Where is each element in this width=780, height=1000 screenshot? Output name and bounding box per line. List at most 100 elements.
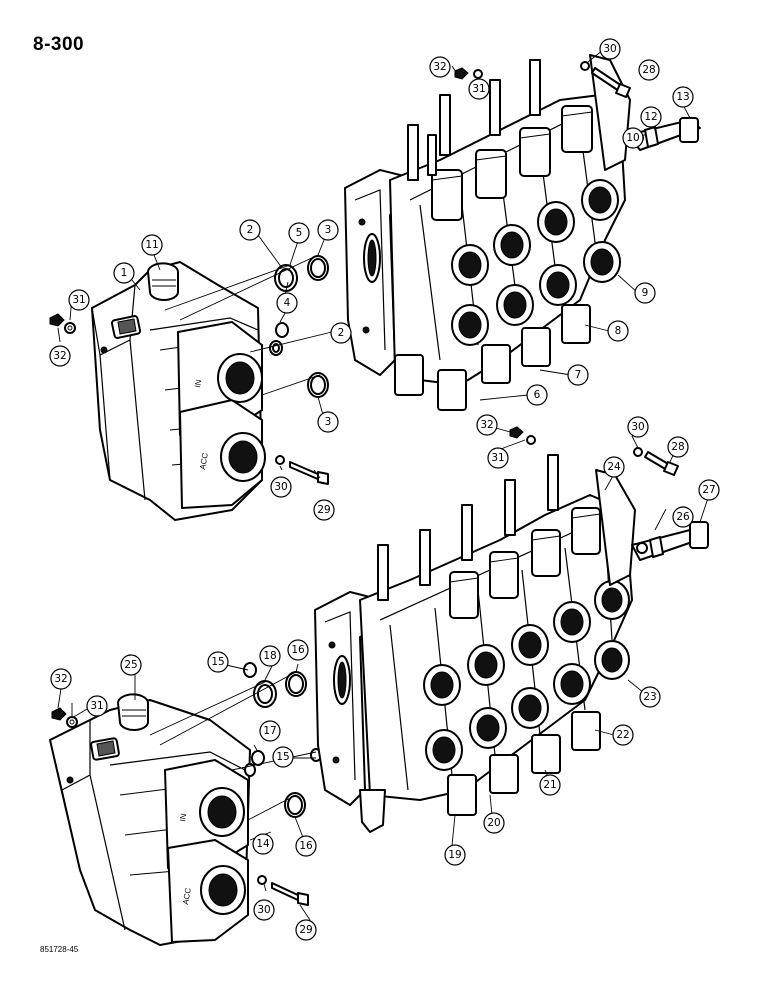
callout-16: 16 [295,835,317,857]
svg-text:32: 32 [54,673,67,685]
svg-text:30: 30 [631,421,644,433]
svg-text:20: 20 [487,817,500,829]
callout-11: 11 [141,234,163,256]
callout-17: 17 [259,720,281,742]
svg-text:8: 8 [615,325,622,337]
svg-text:21: 21 [543,779,556,791]
figure-code: 851728-45 [40,945,79,954]
svg-text:11: 11 [145,239,158,251]
callout-21: 21 [539,774,561,796]
callout-13: 13 [672,86,694,108]
upper-inlet-section: IN ACC [91,261,266,521]
callout-2: 2 [330,322,352,344]
svg-text:31: 31 [90,700,103,712]
callout-12: 12 [640,106,662,128]
svg-text:6: 6 [534,389,541,401]
callout-16: 16 [287,639,309,661]
lower-inlet-section: IN ACC [49,693,251,946]
callout-31: 31 [468,78,490,100]
svg-text:5: 5 [296,227,303,239]
callout-29: 29 [295,919,317,941]
callout-3: 3 [317,219,339,241]
callout-24: 24 [603,456,625,478]
svg-text:32: 32 [433,61,446,73]
svg-text:15: 15 [211,656,224,668]
svg-text:32: 32 [53,350,66,362]
page-number: 8-300 [33,34,85,55]
callout-27: 27 [698,479,720,501]
svg-text:25: 25 [124,659,137,671]
lower-inlet-mark-in: IN [178,813,188,823]
callout-29: 29 [313,499,335,521]
callout-30: 30 [627,416,649,438]
svg-text:27: 27 [702,484,715,496]
callout-28: 28 [638,59,660,81]
inlet-mark-acc: ACC [198,452,210,470]
svg-text:14: 14 [256,838,270,850]
svg-text:9: 9 [642,287,649,299]
svg-text:3: 3 [325,224,332,236]
callouts: 1 2 2 3 3 4 5 6 7 8 9 10 11 12 13 14 15 … [49,38,720,941]
upper-stack-fasteners [454,61,631,98]
svg-text:24: 24 [607,461,621,473]
svg-text:23: 23 [643,691,656,703]
lower-inlet-mark-acc: ACC [181,887,193,905]
callout-32: 32 [429,56,451,78]
svg-text:12: 12 [644,111,657,123]
svg-text:22: 22 [616,729,629,741]
svg-text:7: 7 [575,369,582,381]
callout-31: 31 [86,695,108,717]
callout-26: 26 [672,506,694,528]
svg-text:2: 2 [247,224,254,236]
callout-25: 25 [120,654,142,676]
svg-text:31: 31 [72,294,85,306]
svg-text:29: 29 [317,504,330,516]
callout-7: 7 [567,364,589,386]
callout-1: 1 [113,262,135,284]
inlet-mark-in: IN [193,379,203,389]
svg-text:16: 16 [291,644,305,656]
svg-text:29: 29 [299,924,312,936]
svg-text:26: 26 [676,511,690,523]
callout-30: 30 [599,38,621,60]
svg-text:15: 15 [276,751,289,763]
callout-4: 4 [276,292,298,314]
callout-10: 10 [622,127,644,149]
callout-20: 20 [483,812,505,834]
svg-text:30: 30 [274,481,287,493]
svg-text:18: 18 [263,650,276,662]
svg-text:28: 28 [671,441,684,453]
lower-valve-stack [314,454,709,833]
svg-text:19: 19 [448,849,461,861]
svg-text:3: 3 [325,416,332,428]
callout-8: 8 [607,320,629,342]
callout-3: 3 [317,411,339,433]
callout-32: 32 [49,345,71,367]
callout-14: 14 [252,833,274,855]
svg-text:31: 31 [472,83,485,95]
callout-32: 32 [50,668,72,690]
callout-19: 19 [444,844,466,866]
svg-text:16: 16 [299,840,313,852]
callout-30: 30 [270,476,292,498]
callout-18: 18 [259,645,281,667]
svg-text:2: 2 [338,327,345,339]
callout-32: 32 [476,414,498,436]
lower-stack-fasteners [509,426,679,476]
upper-seals-and-fasteners [49,254,349,485]
svg-text:1: 1 [121,267,128,279]
callout-28: 28 [667,436,689,458]
svg-text:30: 30 [257,904,270,916]
callout-2: 2 [239,219,261,241]
svg-text:10: 10 [626,132,639,144]
callout-23: 23 [639,686,661,708]
svg-text:30: 30 [603,43,616,55]
callout-15: 15 [207,651,229,673]
callout-30: 30 [253,899,275,921]
callout-9: 9 [634,282,656,304]
svg-text:13: 13 [676,91,689,103]
callout-22: 22 [612,724,634,746]
svg-text:28: 28 [642,64,655,76]
